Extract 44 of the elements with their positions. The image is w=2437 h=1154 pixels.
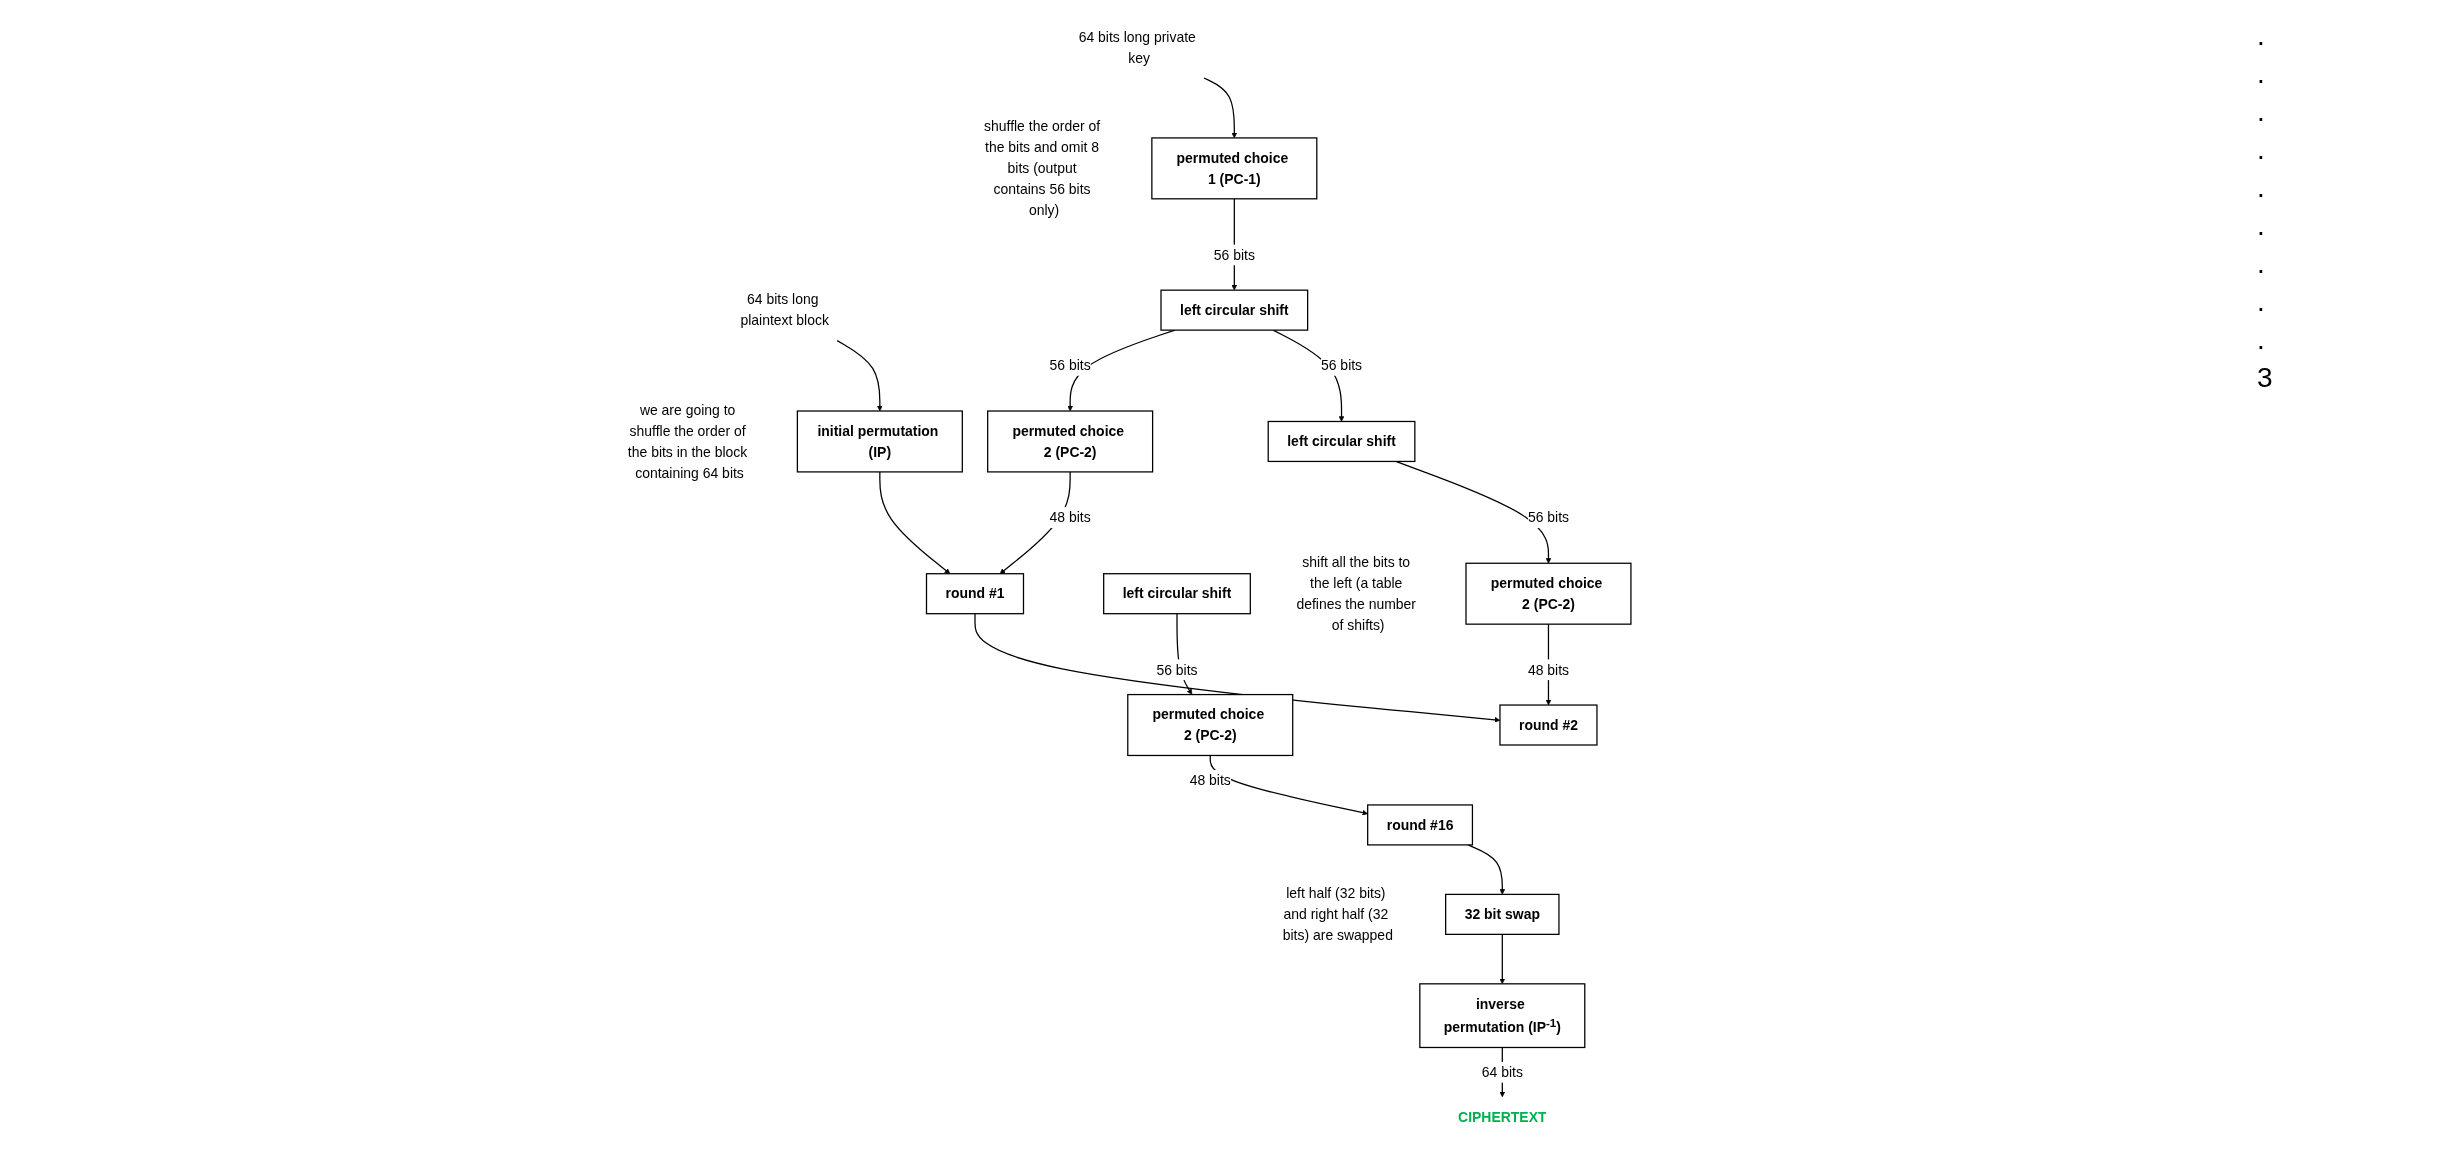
dot-mark: . [2257,20,2266,52]
page-number: 3 [2257,362,2274,394]
node-text: 64 bits long private key [1078,29,1196,66]
edge-label: 48 bits [1049,509,1091,526]
node-box: permuted choice 2 (PC-2) [1464,562,1632,625]
arrow [878,471,950,574]
node-box: permuted choice 2 (PC-2) [1126,693,1293,757]
node-label: left half (32 bits) and right half (32 bits) are swapped [1282,885,1393,944]
node-label: shuffle the order of the bits and omit 8 bits (output contains 56 bits only) [983,118,1100,219]
node-box: round #2 [1498,704,1598,746]
dot-mark: . [2257,210,2266,242]
edge-label: 56 bits [1155,661,1198,678]
dot-mark: . [2257,324,2266,356]
arrow [836,339,883,412]
dot-mark: . [2257,134,2266,166]
node-box: round #1 [925,573,1024,615]
node-box: permuted choice 1 (PC-1) [1150,137,1317,200]
arrow [1209,754,1368,816]
edge-label: 56 bits [1527,509,1569,526]
node-box: left circular shift [1159,289,1308,331]
node-box: inverse permutation (IP$^{-1}$) [1418,983,1585,1049]
dot-mark: . [2257,286,2266,318]
edge-label: 56 bits [1049,357,1091,374]
edge-label: 56 bits [1213,247,1255,263]
edge-label: 48 bits [1189,772,1231,789]
dot-mark: . [2257,96,2266,128]
dot-mark: . [2257,248,2266,280]
dot-mark: . [2257,58,2266,90]
node-box: round #16 [1366,804,1473,846]
node-box: left circular shift [1267,420,1415,463]
node-box: left circular shift [1102,573,1251,615]
edge-label: 56 bits [1320,357,1362,374]
arrow [1499,933,1505,985]
dot-mark: . [2257,172,2266,204]
node-box: permuted choice 2 (PC-2) [986,410,1153,473]
node-text: 64 bits long plaintext block [739,291,829,329]
node-box: initial permutation (IP) [796,410,963,473]
node-box: 32 bit swap [1444,893,1560,935]
node-label: we are going to shuffle the order of the bits in the block containing 64 bits [627,402,747,481]
arrow [1202,77,1237,139]
node-label: shift all the bits to the left (a table defines the number of shifts) [1295,554,1416,634]
edge-label: 64 bits [1481,1064,1523,1081]
node-text: CIPHERTEXT [1457,1109,1547,1125]
edge-label: 48 bits [1527,661,1569,678]
